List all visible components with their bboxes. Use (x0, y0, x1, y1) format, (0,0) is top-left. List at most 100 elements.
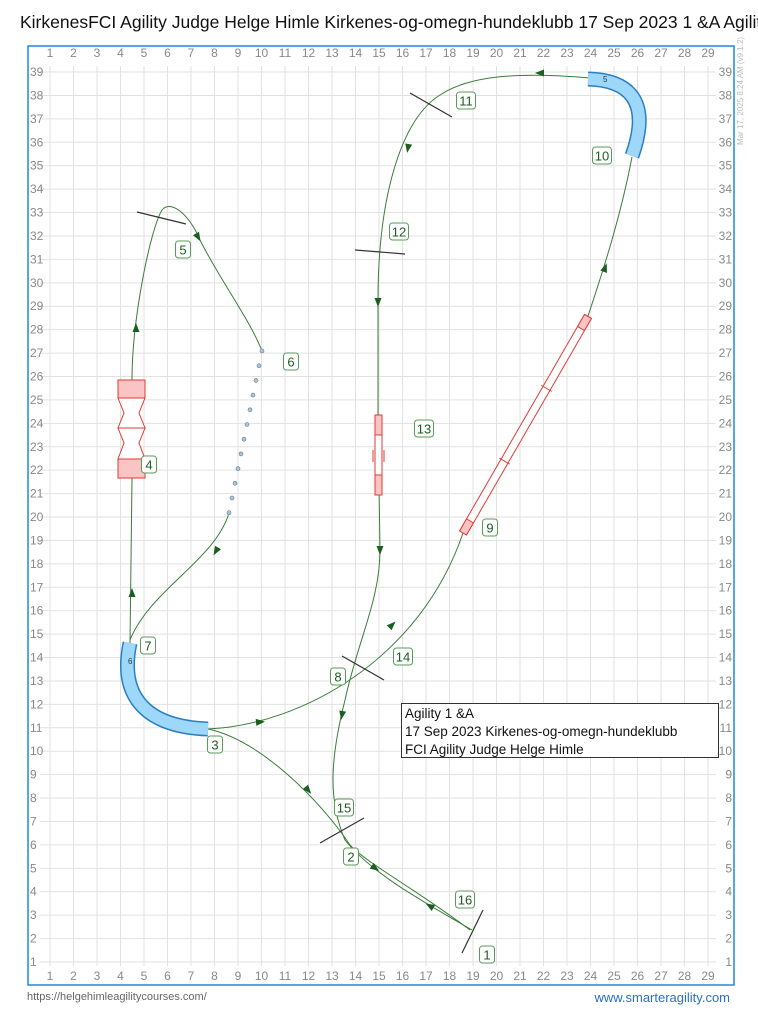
info-line-class: Agility 1 &A (405, 706, 475, 721)
footer-site-link[interactable]: https://helgehimleagilitycourses.com/ (27, 991, 207, 1003)
column-label: 12 (302, 46, 316, 60)
column-label: 15 (372, 969, 386, 983)
column-label: 16 (396, 46, 410, 60)
column-label: 14 (349, 46, 363, 60)
row-label: 13 (719, 674, 733, 688)
column-label: 8 (211, 969, 218, 983)
obstacle-number-16: 16 (455, 890, 475, 909)
svg-text:15: 15 (337, 801, 351, 816)
weave-poles (226, 348, 265, 516)
jump-1 (461, 909, 484, 954)
row-label: 13 (30, 674, 44, 688)
svg-text:7: 7 (144, 639, 151, 654)
weave-pole (250, 392, 256, 398)
row-label: 35 (719, 159, 733, 173)
row-label: 11 (30, 721, 43, 735)
column-label: 20 (490, 46, 504, 60)
column-label: 8 (211, 46, 218, 60)
obstacle-number-14: 14 (393, 647, 413, 666)
column-label: 2 (70, 46, 77, 60)
footer-brand-link[interactable]: www.smarteragility.com (594, 990, 730, 1005)
column-label: 17 (419, 46, 433, 60)
svg-text:3: 3 (211, 738, 218, 753)
column-label: 4 (117, 969, 124, 983)
weave-pole (259, 348, 265, 354)
row-label: 3 (30, 908, 37, 922)
weave-pole (253, 378, 259, 383)
weave-pole (235, 466, 241, 471)
obstacle-number-9: 9 (482, 518, 498, 537)
seesaw (372, 414, 385, 496)
svg-text:10: 10 (595, 149, 609, 164)
column-label: 3 (94, 969, 101, 983)
grid: 1122334455667788991010111112121313141415… (30, 46, 732, 983)
row-label: 30 (30, 276, 44, 290)
jump-12 (354, 249, 406, 255)
svg-text:14: 14 (396, 650, 410, 665)
svg-text:12: 12 (392, 225, 406, 240)
row-label: 6 (30, 838, 37, 852)
arrow-icon (213, 545, 222, 556)
jump-8 (341, 655, 385, 681)
row-label: 19 (30, 533, 44, 547)
row-label: 20 (719, 510, 733, 524)
obstacle-number-6: 6 (283, 352, 299, 371)
row-label: 37 (719, 112, 733, 126)
arrow-icon (535, 69, 544, 77)
row-label: 25 (719, 393, 733, 407)
weave-pole (244, 422, 250, 427)
row-label: 11 (720, 721, 733, 735)
row-label: 37 (30, 112, 44, 126)
column-label: 6 (164, 46, 171, 60)
column-label: 1 (47, 46, 54, 60)
row-label: 21 (719, 487, 733, 501)
column-label: 28 (678, 46, 692, 60)
arrow-icon (374, 298, 382, 307)
column-label: 10 (255, 46, 269, 60)
column-label: 9 (235, 969, 242, 983)
course-path (129, 74, 633, 931)
column-label: 3 (94, 46, 101, 60)
row-label: 23 (30, 440, 44, 454)
course-border (27, 45, 735, 986)
row-label: 12 (30, 697, 44, 711)
column-label: 19 (466, 969, 480, 983)
info-line-judge: FCI Agility Judge Helge Himle (405, 742, 584, 757)
row-label: 28 (719, 323, 733, 337)
column-label: 26 (631, 969, 645, 983)
row-label: 31 (719, 252, 733, 266)
column-label: 23 (560, 46, 574, 60)
column-label: 25 (607, 969, 621, 983)
column-label: 18 (443, 969, 457, 983)
weave-pole (229, 495, 235, 501)
column-label: 29 (701, 969, 715, 983)
obstacle-number-7: 7 (140, 636, 156, 655)
row-label: 12 (719, 697, 733, 711)
row-label: 32 (30, 229, 44, 243)
row-label: 16 (719, 604, 733, 618)
row-label: 7 (30, 814, 37, 828)
row-label: 26 (30, 370, 44, 384)
column-label: 7 (188, 969, 195, 983)
row-label: 33 (719, 206, 733, 220)
column-label: 4 (117, 46, 124, 60)
row-label: 25 (30, 393, 44, 407)
tunnel-bottom-label: 6 (128, 657, 133, 666)
column-label: 27 (654, 46, 668, 60)
column-label: 26 (631, 46, 645, 60)
weave-pole (238, 451, 244, 457)
row-label: 15 (719, 627, 733, 641)
obstacle-number-3: 3 (207, 735, 223, 754)
column-label: 27 (654, 969, 668, 983)
row-label: 14 (719, 651, 733, 665)
arrow-icon (128, 588, 136, 597)
column-label: 13 (325, 46, 339, 60)
weave-pole (226, 510, 232, 516)
row-label: 27 (719, 346, 733, 360)
row-label: 6 (725, 838, 732, 852)
column-label: 17 (419, 969, 433, 983)
row-label: 29 (30, 299, 44, 313)
column-label: 15 (372, 46, 386, 60)
